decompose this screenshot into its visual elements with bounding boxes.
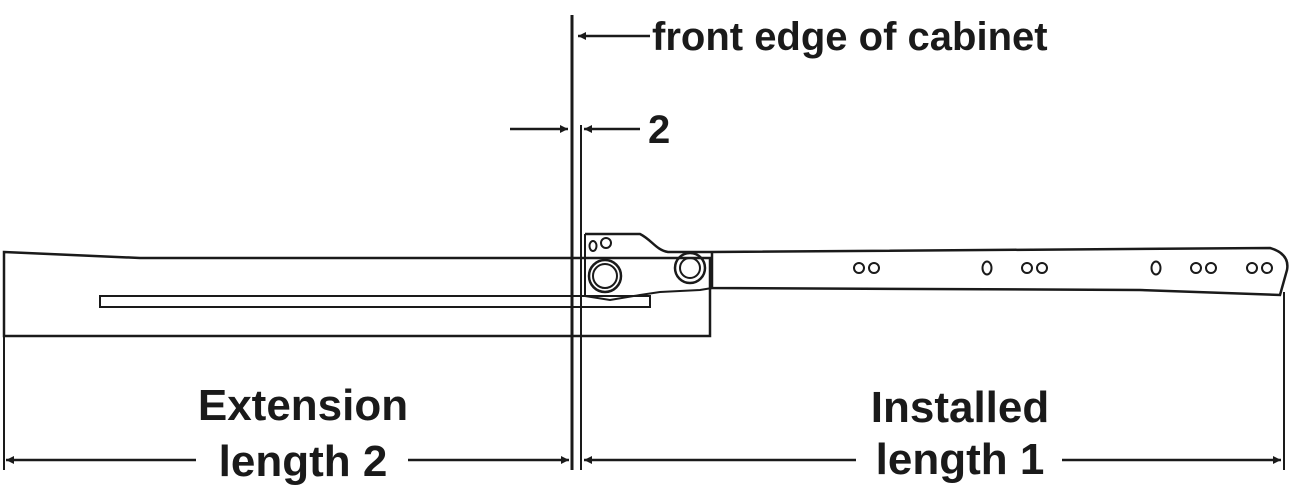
extension-label-line1: Extension xyxy=(198,381,408,430)
extension-label-line2: length 2 xyxy=(219,437,388,486)
installed-label-line2: length 1 xyxy=(876,435,1045,484)
roller-front xyxy=(587,258,623,294)
drawer-member xyxy=(2,250,712,338)
installed-label-line1: Installed xyxy=(871,383,1050,432)
cabinet-member xyxy=(584,232,1289,302)
mount-hole xyxy=(853,262,865,274)
front-edge-label: front edge of cabinet xyxy=(652,15,1048,59)
roller-rear xyxy=(673,251,707,285)
gap-label: 2 xyxy=(648,108,670,152)
